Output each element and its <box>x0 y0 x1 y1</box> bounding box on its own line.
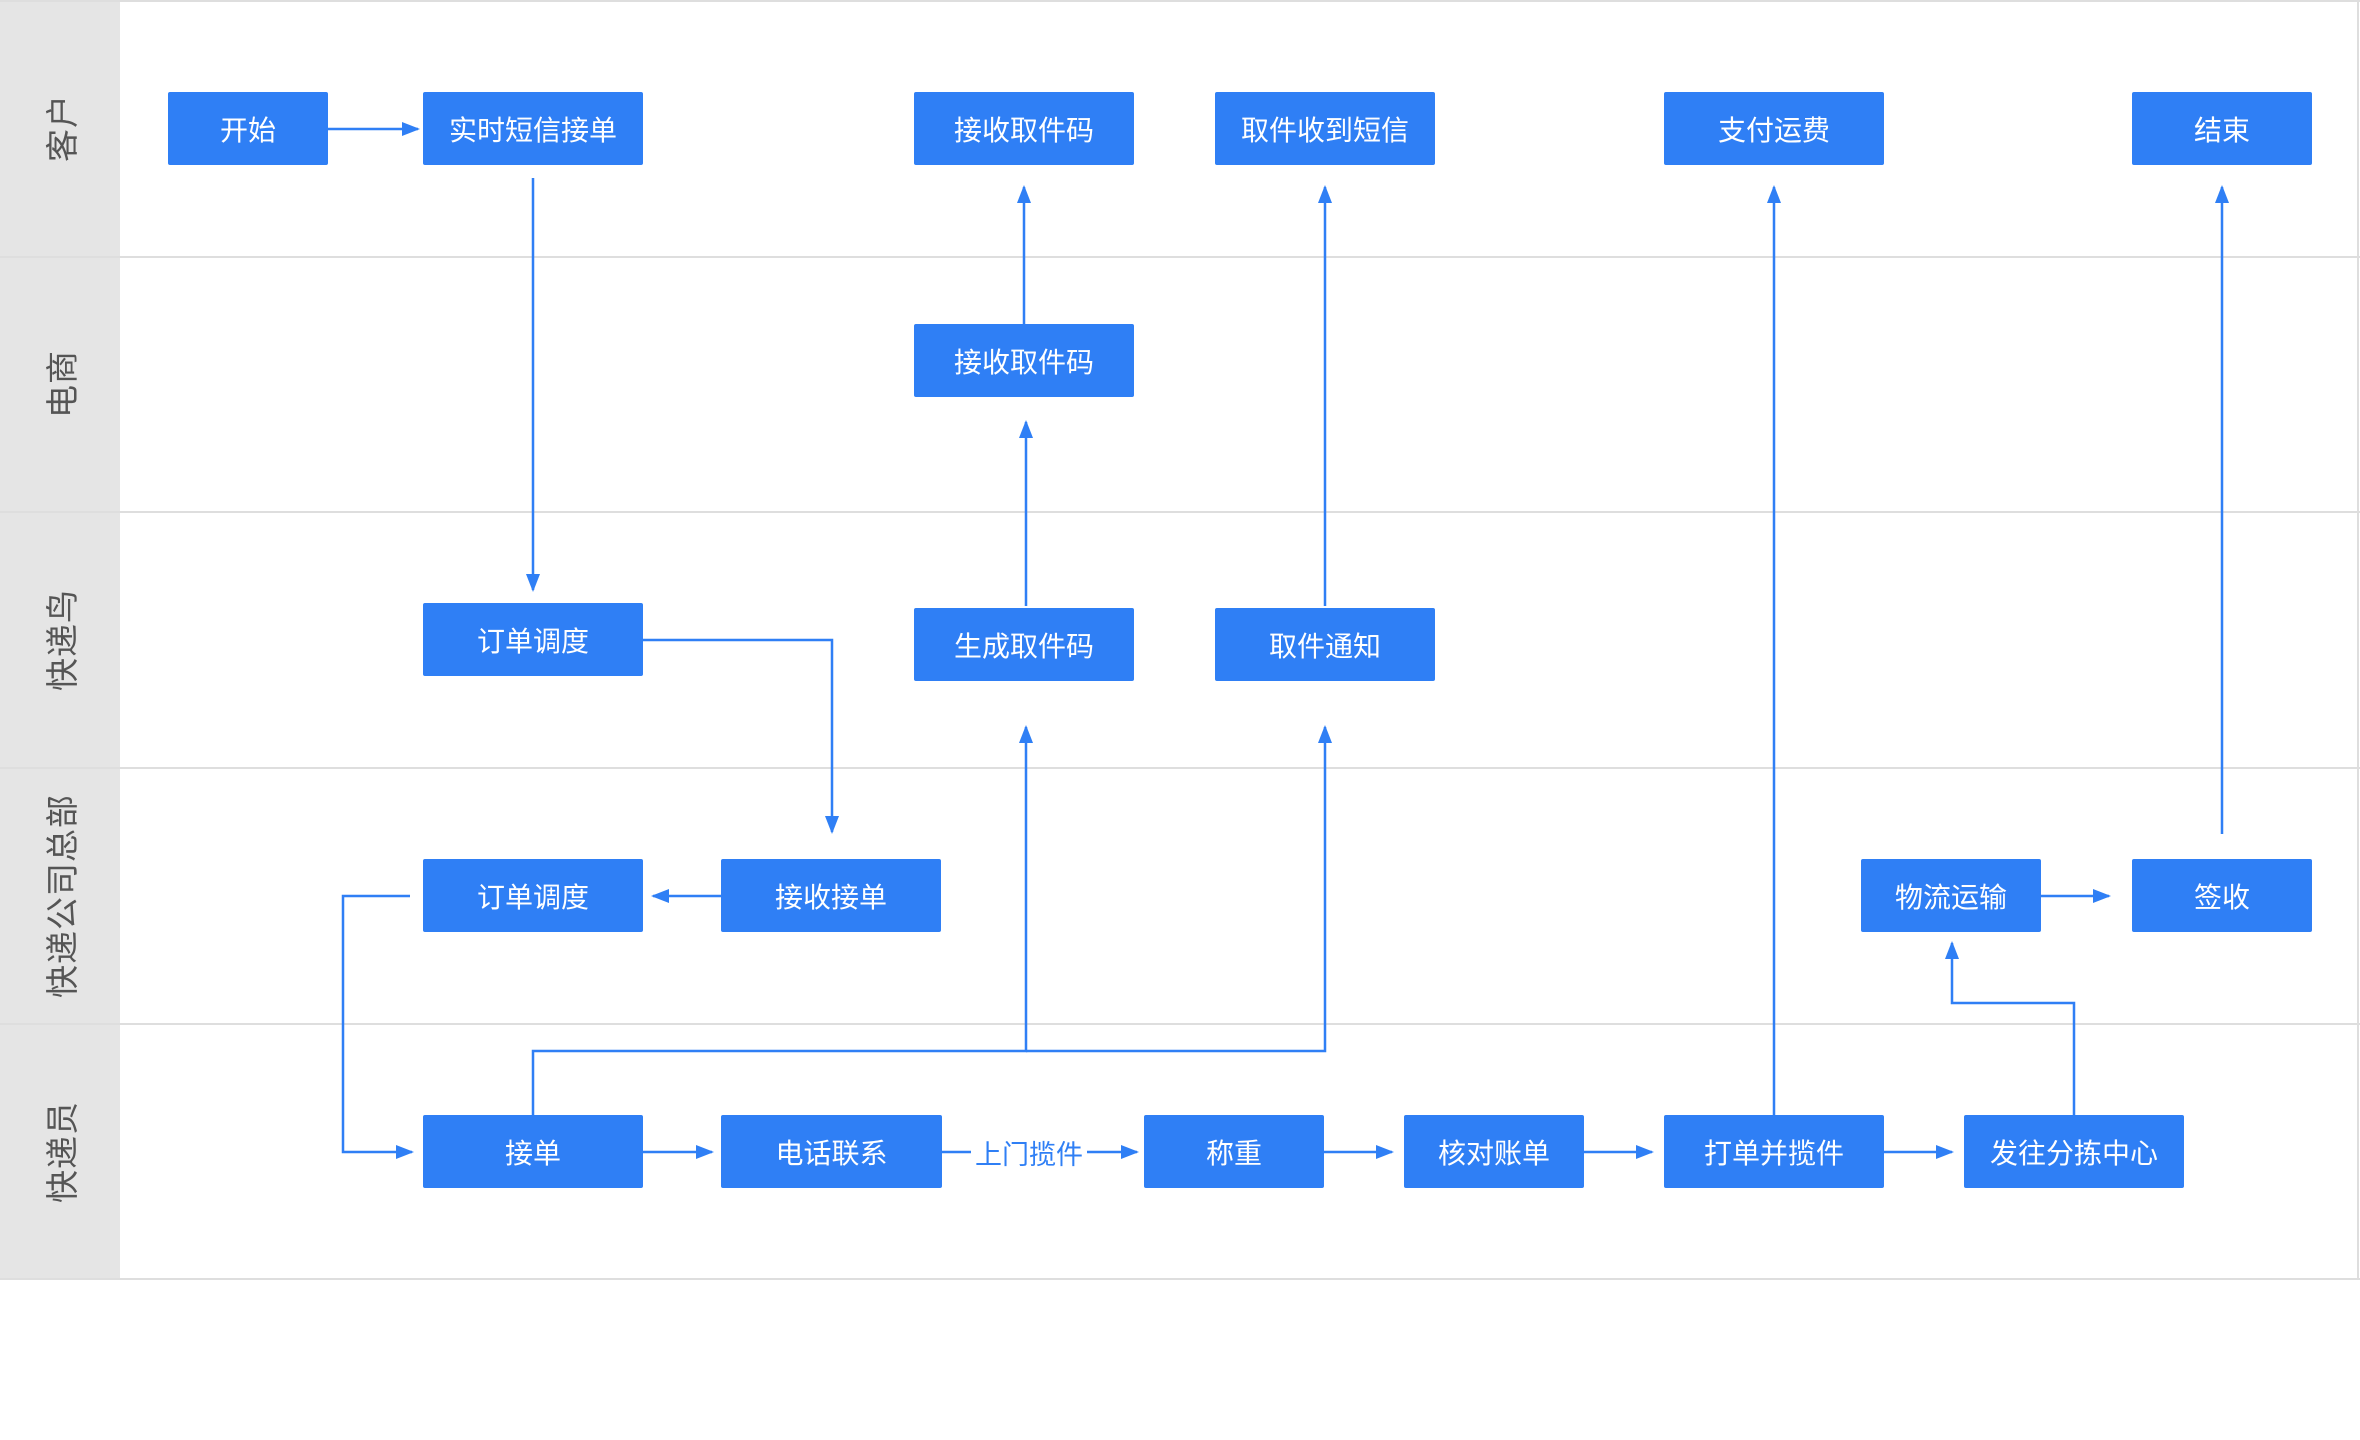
lane-divider <box>0 1278 2360 1280</box>
edge-dispatch2-to-accept <box>341 894 414 1159</box>
node-receive-order[interactable]: 接收接单 <box>721 859 941 932</box>
node-pickup-sms[interactable]: 取件收到短信 <box>1215 92 1435 165</box>
node-sorting[interactable]: 发往分拣中心 <box>1964 1115 2184 1188</box>
lane-divider <box>0 1023 2360 1025</box>
edge-label-door-pickup: 上门揽件 <box>971 1133 1087 1172</box>
node-ecom-pickup-code[interactable]: 接收取件码 <box>914 324 1134 397</box>
node-start[interactable]: 开始 <box>168 92 328 165</box>
node-pickup-notice[interactable]: 取件通知 <box>1215 608 1435 681</box>
node-logistics[interactable]: 物流运输 <box>1861 859 2041 932</box>
edge-sorting-to-logistics <box>1945 941 2076 1115</box>
edge-accept-to-notice <box>1026 725 1332 1053</box>
edge-dispatch1-to-receive <box>643 638 839 834</box>
node-gen-pickup-code[interactable]: 生成取件码 <box>914 608 1134 681</box>
node-weigh[interactable]: 称重 <box>1144 1115 1324 1188</box>
lane-label-column <box>0 0 120 1280</box>
node-dispatch-2[interactable]: 订单调度 <box>423 859 643 932</box>
node-customer-pickup-code[interactable]: 接收取件码 <box>914 92 1134 165</box>
node-phone[interactable]: 电话联系 <box>721 1115 942 1188</box>
node-end[interactable]: 结束 <box>2132 92 2312 165</box>
lane-divider <box>0 511 2360 513</box>
node-check-bill[interactable]: 核对账单 <box>1404 1115 1584 1188</box>
edge-accept-to-gen-code <box>531 725 1033 1115</box>
lane-divider <box>0 767 2360 769</box>
lane-divider <box>0 256 2360 258</box>
node-sms-order[interactable]: 实时短信接单 <box>423 92 643 165</box>
node-print-pickup[interactable]: 打单并揽件 <box>1664 1115 1884 1188</box>
lane-divider <box>0 0 2360 2</box>
node-dispatch-1[interactable]: 订单调度 <box>423 603 643 676</box>
board-right-border <box>2357 0 2359 1280</box>
node-pay[interactable]: 支付运费 <box>1664 92 1884 165</box>
node-sign[interactable]: 签收 <box>2132 859 2312 932</box>
node-accept[interactable]: 接单 <box>423 1115 643 1188</box>
